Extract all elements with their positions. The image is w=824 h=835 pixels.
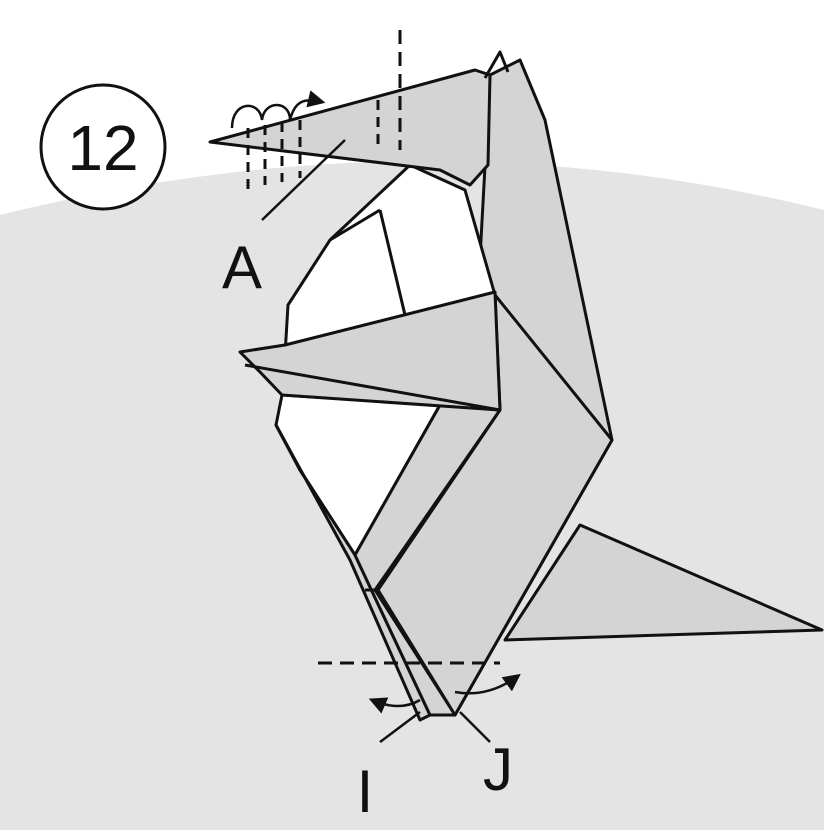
leader-i	[379, 711, 421, 743]
head-tip	[483, 50, 510, 79]
step-circle	[39, 83, 167, 211]
label-a: A	[222, 234, 262, 301]
step-number: 12	[67, 112, 138, 184]
upper-chest-crease-2	[329, 208, 381, 242]
arrow-i	[368, 697, 421, 714]
tail-flap	[503, 523, 824, 642]
curl-arrow	[230, 90, 326, 129]
label-i: I	[357, 758, 374, 825]
wing-edge	[244, 363, 501, 412]
arrow-j	[454, 673, 521, 695]
upper-chest-crease	[378, 209, 407, 316]
beak-pleat-marks	[246, 120, 302, 190]
leader-j	[459, 711, 491, 743]
label-j: J	[483, 736, 513, 803]
head-beak	[208, 68, 492, 187]
leader-a	[261, 139, 346, 221]
step-badge: 12	[39, 83, 167, 211]
